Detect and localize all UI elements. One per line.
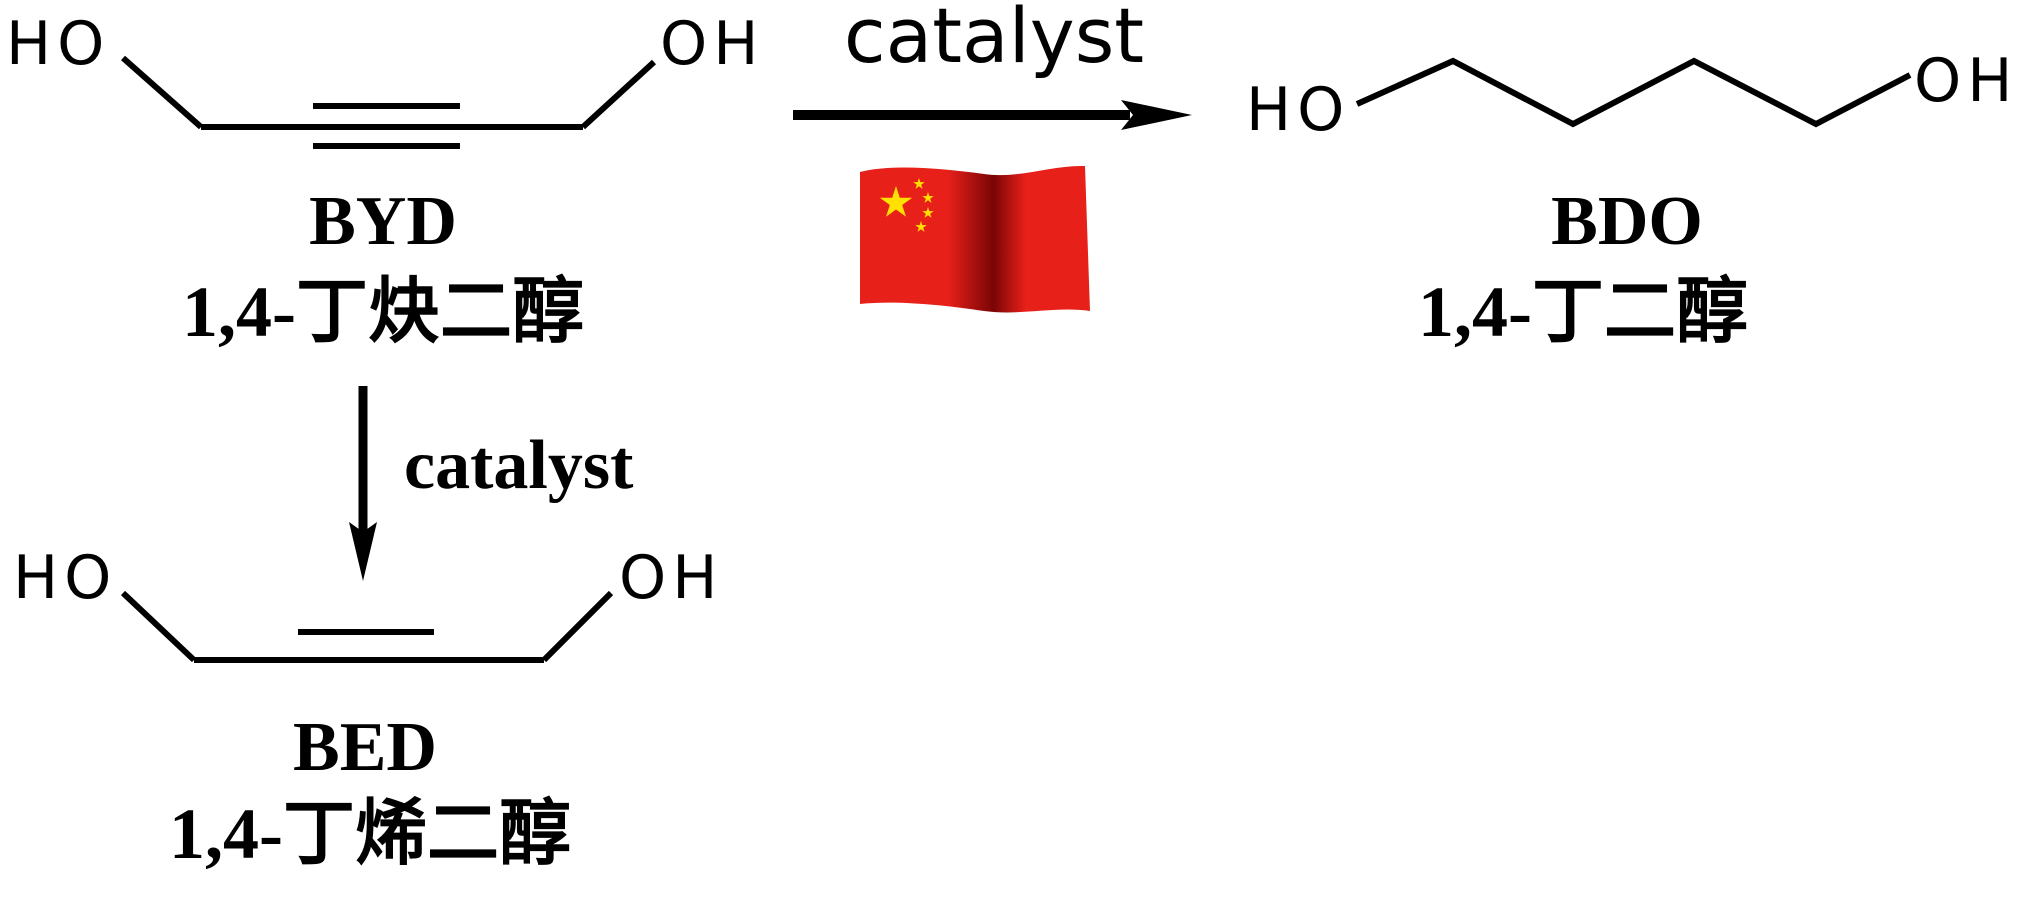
byd-chinese-name: 1,4-丁炔二醇 bbox=[182, 272, 584, 352]
byd-bond-left bbox=[121, 55, 203, 130]
product-bed: HO OH BED 1,4-丁烯二醇 bbox=[13, 543, 723, 874]
main-reaction-arrow: catalyst bbox=[793, 0, 1192, 130]
flag-small-star bbox=[915, 221, 927, 232]
reactant-byd: HO OH BYD 1,4-丁炔二醇 bbox=[6, 9, 764, 352]
product-bdo: HO OH BDO 1,4-丁二醇 bbox=[1246, 46, 2018, 352]
main-arrow-head bbox=[1121, 100, 1192, 130]
main-arrow-catalyst-label: catalyst bbox=[844, 0, 1144, 80]
bed-hydroxyl-right: OH bbox=[619, 543, 723, 613]
bdo-carbon-chain bbox=[1355, 57, 1912, 128]
china-flag-icon bbox=[860, 165, 1090, 313]
bdo-hydroxyl-left: HO bbox=[1246, 75, 1350, 145]
bed-abbreviation: BED bbox=[293, 709, 437, 786]
side-reaction-arrow: catalyst bbox=[349, 386, 633, 581]
bdo-chinese-name: 1,4-丁二醇 bbox=[1418, 272, 1748, 352]
flag-small-star bbox=[922, 192, 934, 203]
bdo-hydroxyl-right: OH bbox=[1914, 46, 2018, 116]
bed-chinese-name: 1,4-丁烯二醇 bbox=[169, 794, 571, 874]
bdo-abbreviation: BDO bbox=[1551, 183, 1703, 260]
flag-large-star bbox=[879, 186, 913, 217]
bed-bond-right bbox=[541, 590, 614, 663]
bed-bond-left bbox=[120, 590, 197, 663]
side-arrow-head bbox=[349, 522, 377, 581]
byd-abbreviation: BYD bbox=[309, 183, 457, 260]
side-arrow-catalyst-label: catalyst bbox=[404, 427, 633, 504]
byd-hydroxyl-right: OH bbox=[660, 9, 764, 79]
byd-bond-right bbox=[580, 59, 657, 130]
bed-hydroxyl-left: HO bbox=[13, 543, 117, 613]
flag-small-star bbox=[913, 178, 925, 189]
flag-small-star bbox=[922, 207, 934, 218]
byd-hydroxyl-left: HO bbox=[6, 9, 110, 79]
flag-field bbox=[860, 165, 1090, 313]
